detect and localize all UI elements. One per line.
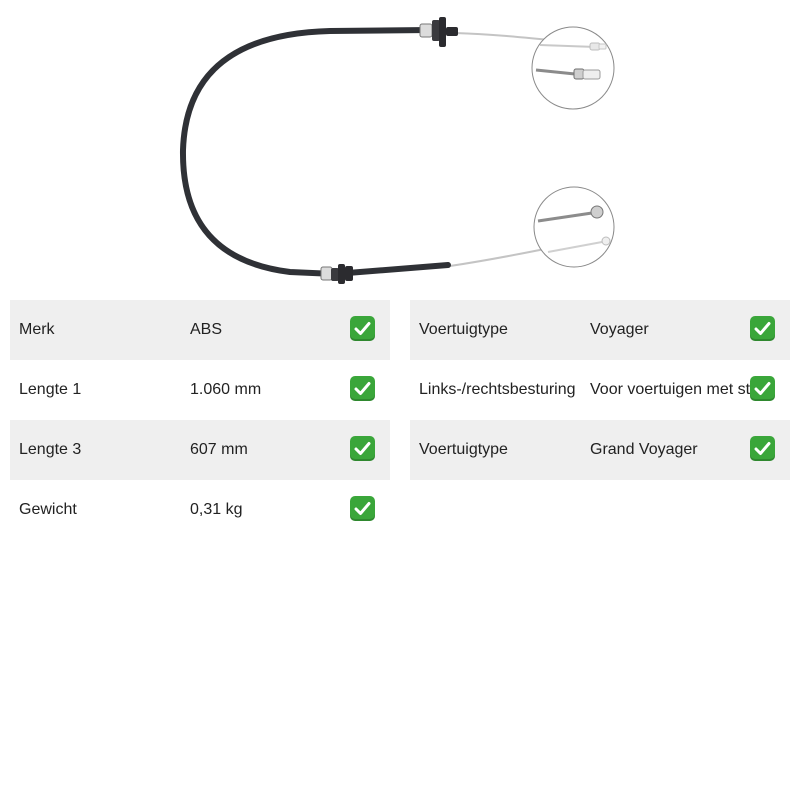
spec-value: 0,31 kg [190,501,243,518]
spec-value: ABS [190,321,223,338]
check-icon [350,496,375,521]
spec-value: Grand Voyager [590,441,698,458]
spec-label: Lengte 3 [19,441,82,458]
cable-illustration [179,17,615,284]
spec-label: Merk [19,321,55,338]
check-icon [350,316,375,341]
spec-row: Lengte 3 607 mm [10,420,390,480]
spec-value: 1.060 mm [190,381,262,398]
product-image [0,0,800,295]
check-icon [350,376,375,401]
spec-row: Merk ABS [10,300,390,360]
check-icon [750,436,775,461]
spec-value: Voyager [590,321,649,338]
check-icon [750,376,775,401]
spec-row: Voertuigtype Voyager [410,300,790,360]
spec-value: 607 mm [190,441,248,458]
spec-label: Gewicht [19,501,77,518]
spec-row: Lengte 1 1.060 mm [10,360,390,420]
spec-table-left: Merk ABS Lengte 1 1.060 mm Lengte 3 607 … [10,300,390,540]
spec-value: Voor voertuigen met stuur [590,381,774,398]
spec-label: Lengte 1 [19,381,82,398]
spec-row: Voertuigtype Grand Voyager [410,420,790,480]
check-icon [750,316,775,341]
spec-table-right: Voertuigtype Voyager Links-/rechtsbestur… [410,300,790,480]
check-icon [350,436,375,461]
spec-label: Voertuigtype [419,321,508,338]
spec-row: Gewicht 0,31 kg [10,480,390,540]
bottom-end-detail-inset [533,186,615,268]
top-end-detail-inset [531,26,615,110]
spec-label: Links-/rechtsbesturing [419,381,576,398]
spec-row: Links-/rechtsbesturing Voor voertuigen m… [410,360,790,420]
spec-label: Voertuigtype [419,441,508,458]
